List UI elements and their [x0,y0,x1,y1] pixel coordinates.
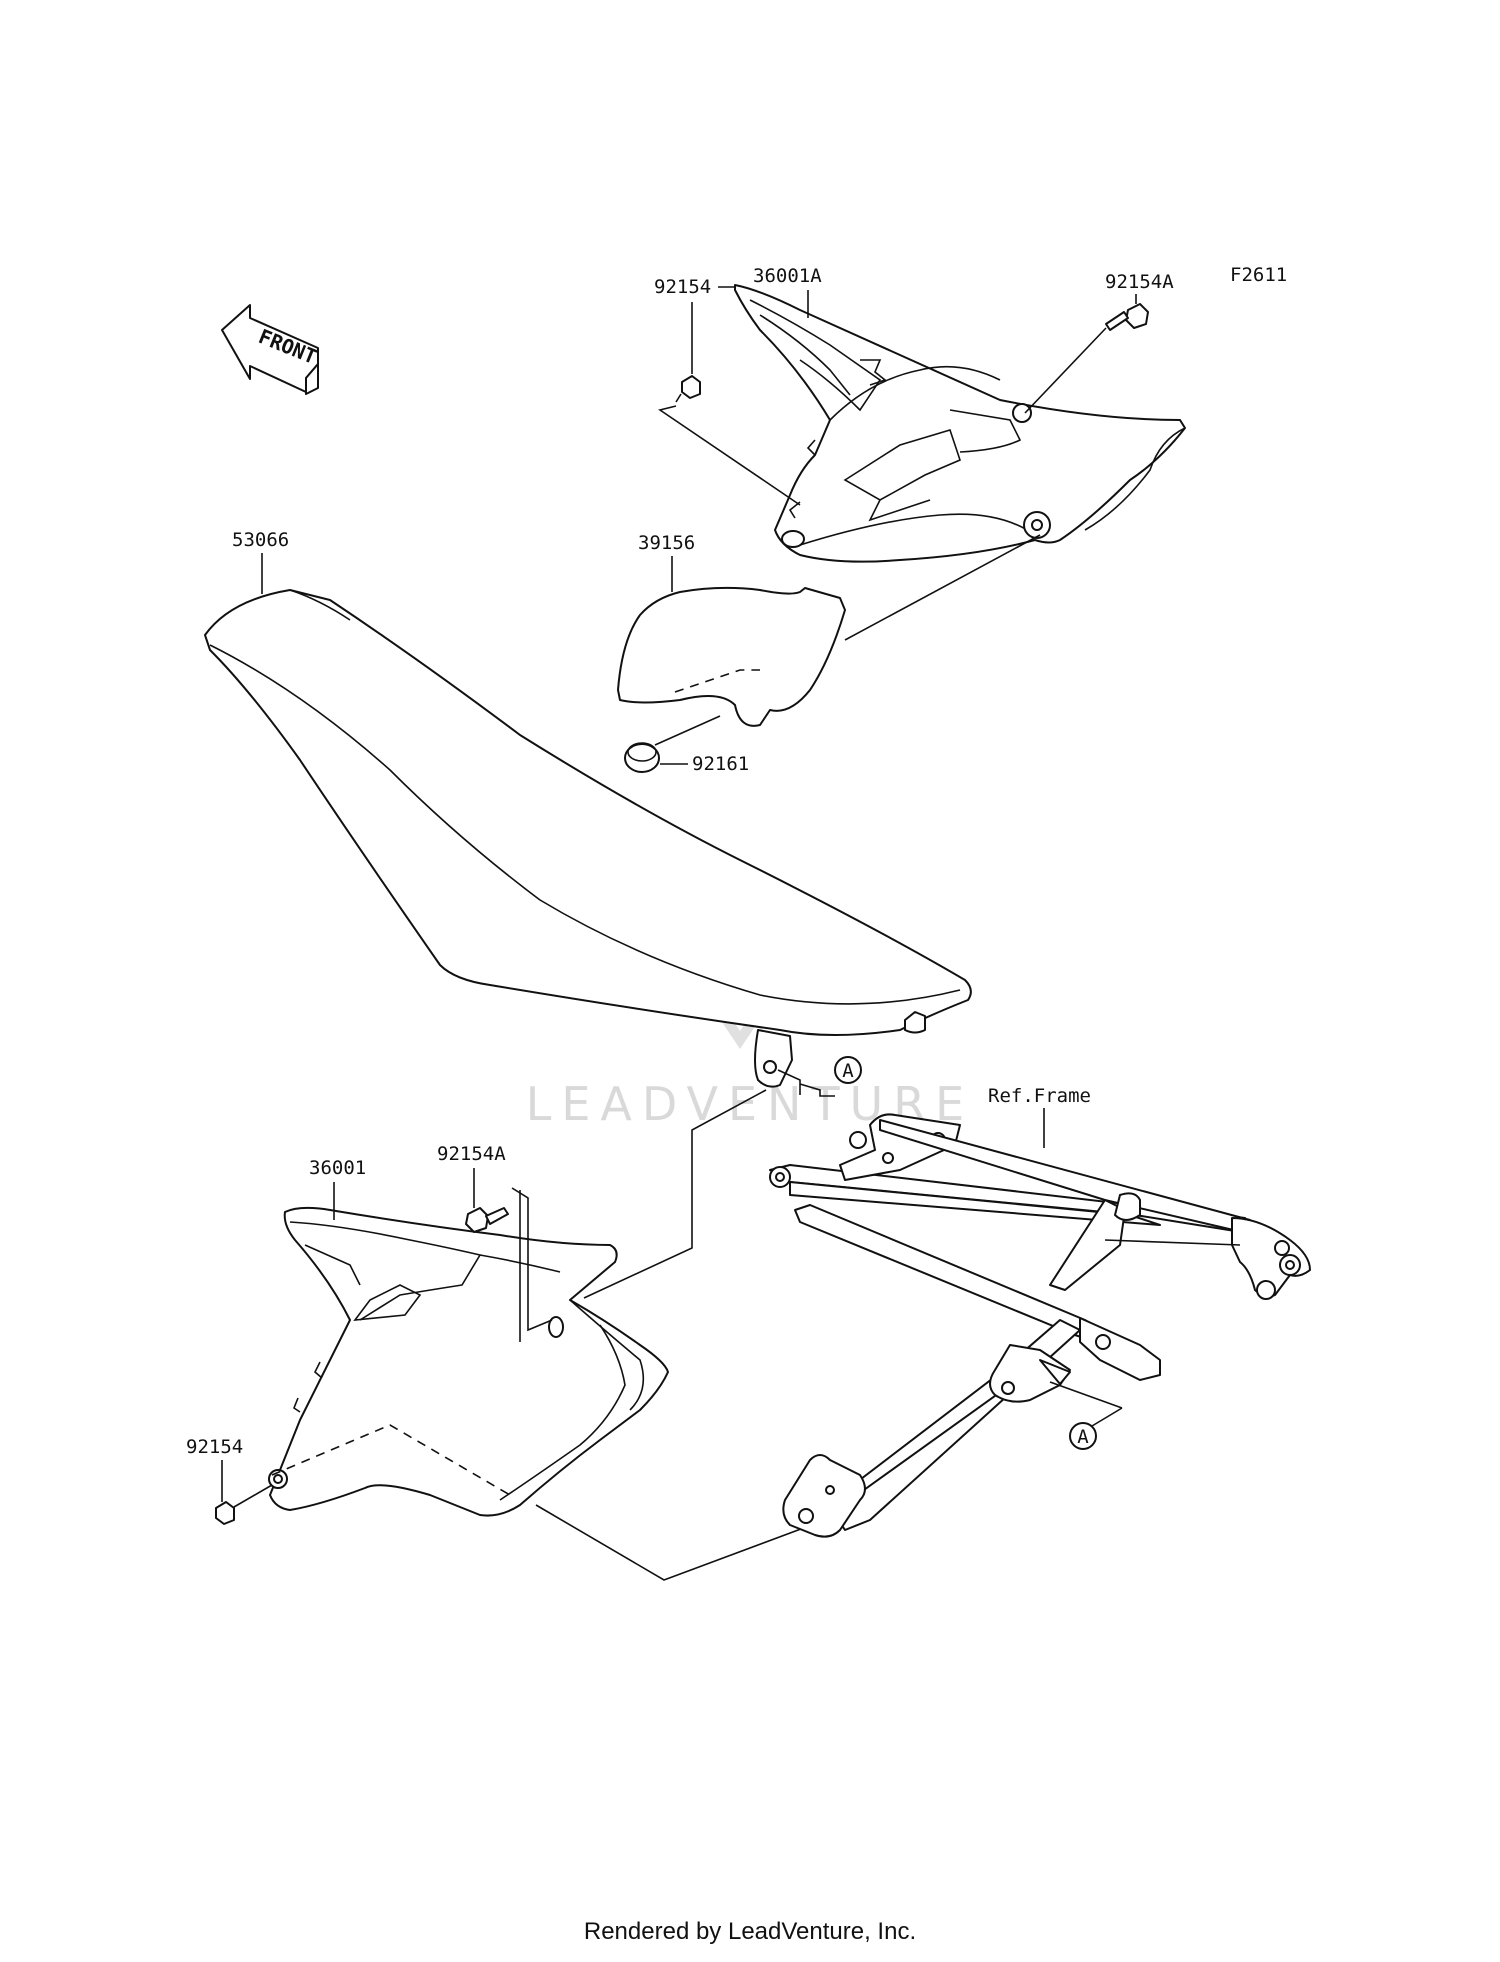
cover-frame-link-line [535,1504,826,1581]
connector-a-frame: A [1069,1407,1123,1450]
label-36001: 36001 [309,1157,366,1179]
connector-a-seat: A [799,1056,862,1097]
figure-code: F2611 [1230,264,1287,286]
label-92154A-top: 92154A [1105,271,1174,293]
pad-39156 [617,534,1041,727]
label-39156: 39156 [638,532,695,554]
bolt-92154-bottom [215,1484,273,1525]
rear-frame [769,1113,1311,1538]
bolt-92154A-bottom [465,1187,553,1342]
bolt-92154-top [658,375,801,506]
label-92154-top: 92154 [654,276,711,298]
side-cover-right-36001A [734,284,1186,563]
bolt-92154A-top [1024,303,1149,414]
side-cover-left-36001 [268,1206,669,1517]
seat-53066 [204,589,972,1095]
footer-credit: Rendered by LeadVenture, Inc. [583,1918,917,1945]
label-ref-frame: Ref.Frame [988,1085,1091,1107]
label-92161: 92161 [692,753,749,775]
label-36001A: 36001A [753,265,822,287]
part-labels: 36001A 92154A 92154 39156 53066 92161 92… [186,265,1174,1502]
label-92154A-bottom: 92154A [437,1143,506,1165]
grommet-92161 [624,715,721,773]
seat-link-line [583,1089,767,1299]
front-arrow-icon: FRONT [221,304,320,395]
connector-a-letter-2: A [1077,1426,1089,1448]
label-92154-bottom: 92154 [186,1436,243,1458]
label-53066: 53066 [232,529,289,551]
connector-a-letter-1: A [842,1060,854,1082]
